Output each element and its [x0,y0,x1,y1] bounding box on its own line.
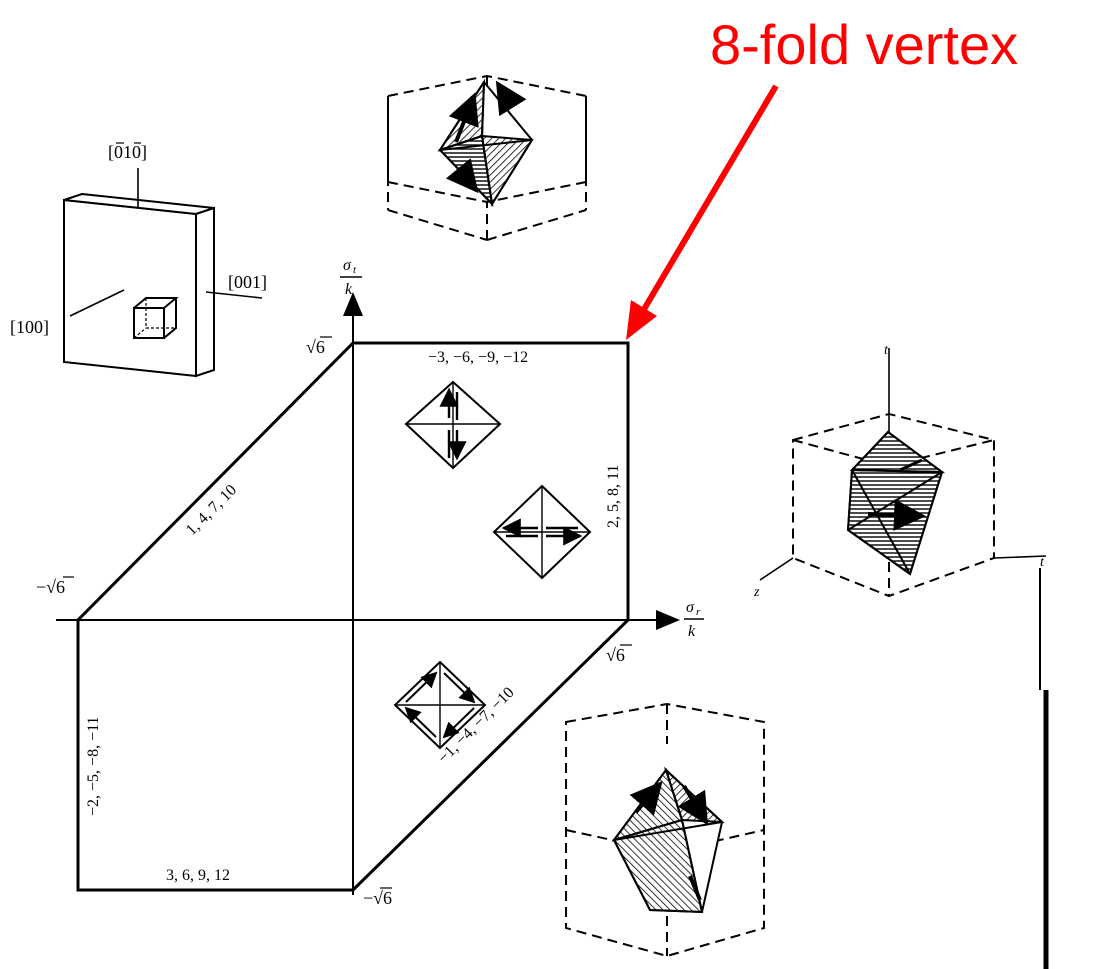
slip-glyph-rotational [393,660,487,750]
scan-edge [1039,568,1049,969]
slip-glyph-horizontal [492,484,592,580]
tick-left: −√6 [36,577,65,597]
octahedron-cube-top [387,74,587,241]
crystal-plate [63,168,263,378]
annotation-arrow [626,84,779,340]
sqrt-overlines [63,336,632,889]
edge-label-bottom: 3, 6, 9, 12 [166,867,230,884]
octahedron-cube-right: t t z [753,343,1047,600]
label-direction-100: [100] [10,317,49,337]
label-direction-001: [001] [228,272,267,292]
edge-label-right: 2, 5, 8, 11 [605,465,622,528]
axis3d-label-t-top: t [884,343,889,358]
vertical-axis-denominator: k [345,281,353,298]
horizontal-axis-denominator: k [688,623,696,640]
tick-right: √6 [606,645,625,665]
horizontal-axis-label: σ r k [684,599,704,640]
tick-bottom: −√6 [363,888,392,908]
annotation-text: 8-fold vertex [710,13,1018,76]
edge-label-left: −2, −5, −8, −11 [85,717,102,817]
horizontal-axis-numerator: σ [686,599,695,616]
octahedron-cube-bottom [565,702,765,958]
label-direction-010: [010] [108,142,147,162]
axis3d-label-t-right: t [1040,555,1045,570]
yield-locus-hexagon [76,341,630,892]
axis3d-label-z: z [753,585,760,600]
vertical-axis-label: σ t k [340,257,362,298]
edge-label-top: −3, −6, −9, −12 [428,349,528,366]
edge-label-upper-left: 1, 4, 7, 10 [183,482,240,539]
vertical-axis-subscript: t [353,264,357,276]
axes [56,292,680,895]
horizontal-axis-subscript: r [696,606,701,618]
tick-top: √6 [306,337,325,357]
slip-glyph-vertical [404,380,502,470]
vertical-axis-numerator: σ [343,257,352,274]
